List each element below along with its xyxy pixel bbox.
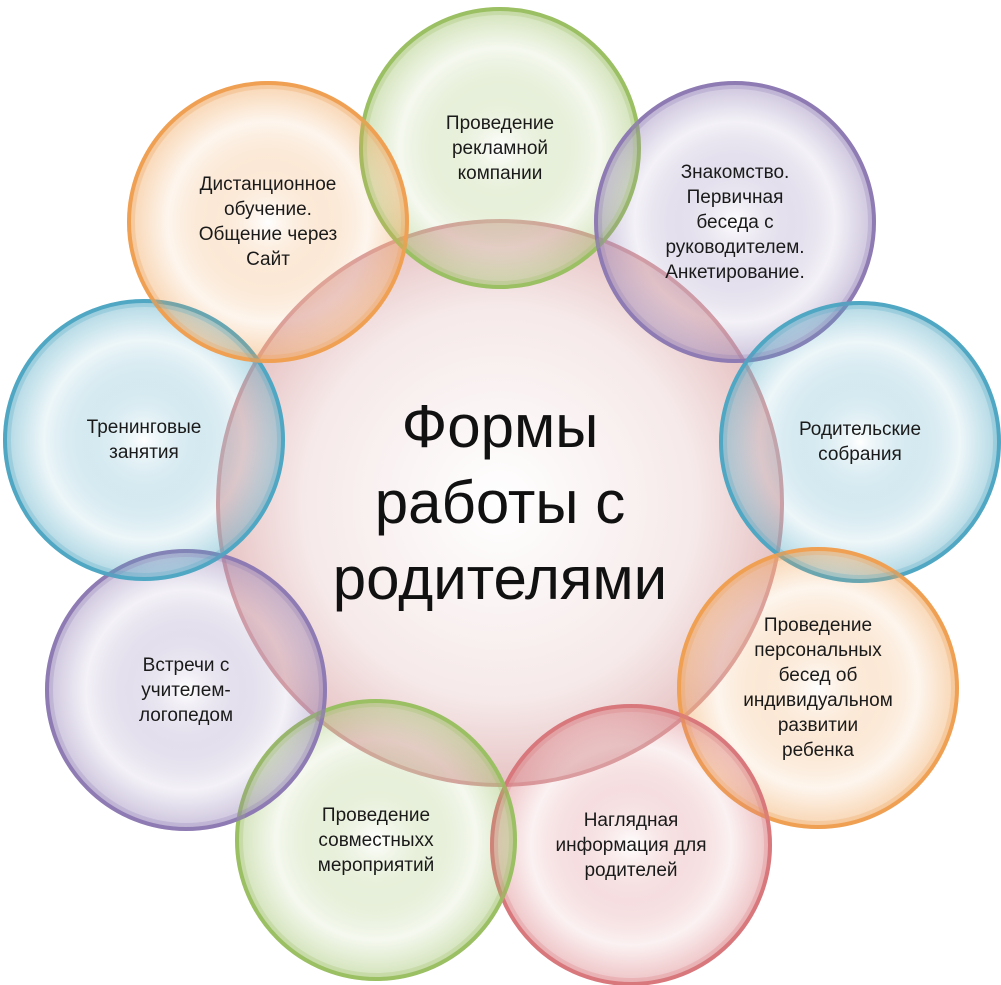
node-circle-n2: [594, 81, 876, 363]
node-rim-n4: [677, 547, 959, 829]
node-circle-n4: [677, 547, 959, 829]
node-rim-n3: [719, 301, 1001, 583]
node-rim-n1: [359, 7, 641, 289]
node-rim-n9: [127, 81, 409, 363]
node-circle-n6: [235, 699, 517, 981]
node-rim-n8: [3, 299, 285, 581]
node-circle-n8: [3, 299, 285, 581]
node-rim-n5: [490, 704, 772, 985]
node-circle-n9: [127, 81, 409, 363]
node-rim-n7: [45, 549, 327, 831]
node-rim-n6: [235, 699, 517, 981]
node-rim-n2: [594, 81, 876, 363]
